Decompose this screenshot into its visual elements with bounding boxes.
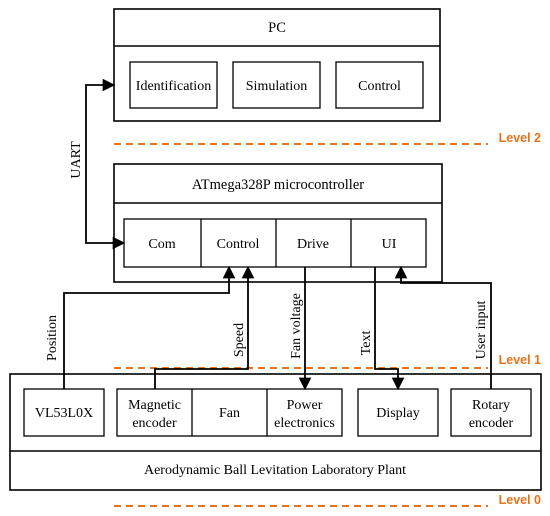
pc-module-simulation-label: Simulation [246,79,307,94]
rotary-encoder-line-2: encoder [469,416,514,431]
display-label: Display [376,406,420,421]
level-1-label: Level 1 [499,353,541,367]
power-electronics-line-2: electronics [274,416,335,431]
mcu-title: ATmega328P microcontroller [192,177,364,193]
power-electronics-line-1: Power [287,398,323,413]
speed-link [154,265,255,389]
mcu-module-com: Com [148,237,175,252]
rotary-encoder-line-1: Rotary [472,398,510,413]
uart-label: UART [69,141,84,179]
pc-block: PC Identification Simulation Control [113,8,441,122]
mcu-block: ATmega328P microcontroller Com Control D… [113,163,443,283]
pc-module-control-label: Control [358,79,401,94]
mcu-module-strip [123,218,427,268]
user-input-link [394,265,492,389]
user-input-label: User input [474,301,489,360]
magnetic-encoder-line-2: encoder [132,416,177,431]
fan-label: Fan [219,406,240,421]
uart-link [85,78,126,250]
pc-module-identification-label: Identification [136,79,211,94]
pc-title: PC [268,20,286,36]
magnetic-encoder-line-1: Magnetic [128,398,181,413]
text-link [374,267,405,391]
pc-module-identification [129,61,218,109]
level-0-label: Level 0 [499,493,541,507]
plant-block: Aerodynamic Ball Levitation Laboratory P… [9,373,542,491]
sensor-label: VL53L0X [35,406,93,421]
position-label: Position [45,315,60,361]
level-2-label: Level 2 [499,131,541,145]
text-signal-label: Text [359,331,374,356]
pc-module-control [335,61,424,109]
pc-module-simulation [232,61,321,109]
speed-label: Speed [232,323,247,357]
actuator-group-box [116,388,343,437]
rotary-encoder-box [450,388,532,437]
position-link [63,265,236,389]
plant-title: Aerodynamic Ball Levitation Laboratory P… [144,463,406,478]
mcu-module-ui: UI [382,237,397,252]
mcu-module-control: Control [217,237,260,252]
sensor-box [23,388,105,437]
mcu-module-drive: Drive [297,237,329,252]
fan-voltage-label: Fan voltage [289,293,304,359]
